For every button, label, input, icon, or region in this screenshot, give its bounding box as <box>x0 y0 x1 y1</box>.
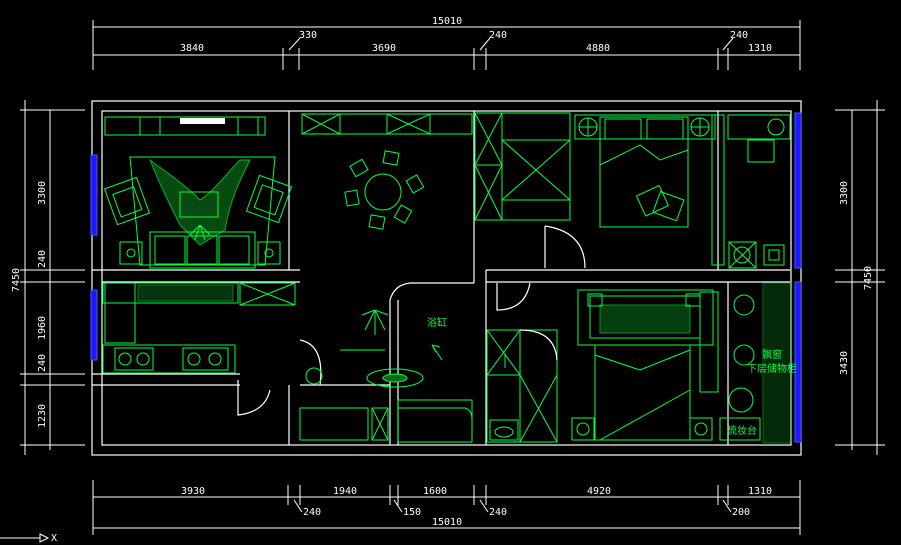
bedroom2-bed <box>594 344 691 441</box>
bathrooms: 浴缸 <box>299 282 558 443</box>
dining-table <box>364 173 402 211</box>
x-axis-label: X <box>51 533 57 544</box>
windows <box>90 112 802 443</box>
master-bedroom <box>474 112 791 269</box>
window-left-upper <box>90 154 98 236</box>
bottom-dimensions: 3930 1940 1600 4920 1310 240 150 240 200… <box>92 480 801 535</box>
wash-basin <box>366 368 424 388</box>
right-dim-1: 3430 <box>839 351 850 375</box>
tv-unit <box>180 118 225 124</box>
top-dim-5: 240 <box>730 30 748 41</box>
left-dimensions: 7450 3300 240 1960 240 1230 <box>11 100 85 455</box>
outer-walls <box>91 100 802 456</box>
top-dim-1: 330 <box>299 30 317 41</box>
bay-window-label: 飘窗 <box>762 348 782 361</box>
coffee-table <box>179 191 219 218</box>
top-dimensions: 15010 3840 330 3690 240 4880 240 1310 <box>92 16 801 70</box>
window-right-upper <box>794 112 802 269</box>
window-right-lower <box>794 281 802 443</box>
top-dim-6: 1310 <box>748 43 772 54</box>
master-bed <box>599 116 689 228</box>
left-dim-0: 3300 <box>37 181 48 205</box>
storage-label: 下层储物柜 <box>747 362 797 375</box>
right-dim-0: 3300 <box>839 181 850 205</box>
bottom-small-dim-1: 150 <box>403 507 421 518</box>
vanity-stool <box>728 387 754 413</box>
armchair-right <box>245 174 293 224</box>
second-bedroom: 飘窗 下层储物柜 梳妆台 <box>571 282 797 444</box>
bath-label: 浴缸 <box>427 316 447 329</box>
vanity-label: 梳妆台 <box>727 424 757 437</box>
bottom-dim-1: 1940 <box>333 486 357 497</box>
bottom-small-dim-2: 240 <box>489 507 507 518</box>
bottom-dim-0: 3930 <box>181 486 205 497</box>
kitchen-stove <box>182 347 229 371</box>
bottom-total-dim: 15010 <box>432 517 462 528</box>
living-room-furniture <box>103 116 293 269</box>
top-dim-0: 3840 <box>180 43 204 54</box>
top-dim-3: 240 <box>489 30 507 41</box>
kitchen-sink <box>114 347 154 371</box>
right-dimensions: 7450 3300 3430 <box>835 100 885 455</box>
bottom-dim-4: 1310 <box>748 486 772 497</box>
left-dim-2: 1960 <box>37 316 48 340</box>
top-dim-4: 4880 <box>586 43 610 54</box>
armchair-left <box>103 176 151 226</box>
bottom-small-dim-0: 240 <box>303 507 321 518</box>
bottom-dim-3: 4920 <box>587 486 611 497</box>
left-dim-3: 240 <box>37 354 48 372</box>
bottom-small-dim-3: 200 <box>732 507 750 518</box>
top-dim-2: 3690 <box>372 43 396 54</box>
right-total-dim: 7450 <box>863 266 874 290</box>
dining-area <box>301 113 473 230</box>
left-dim-1: 240 <box>37 250 48 268</box>
bottom-dim-2: 1600 <box>423 486 447 497</box>
window-left-lower <box>90 289 98 361</box>
top-total-dim: 15010 <box>432 16 462 27</box>
axis-indicator: X <box>0 533 57 544</box>
left-dim-4: 1230 <box>37 404 48 428</box>
left-total-dim: 7450 <box>11 268 22 292</box>
kitchen <box>102 282 296 416</box>
